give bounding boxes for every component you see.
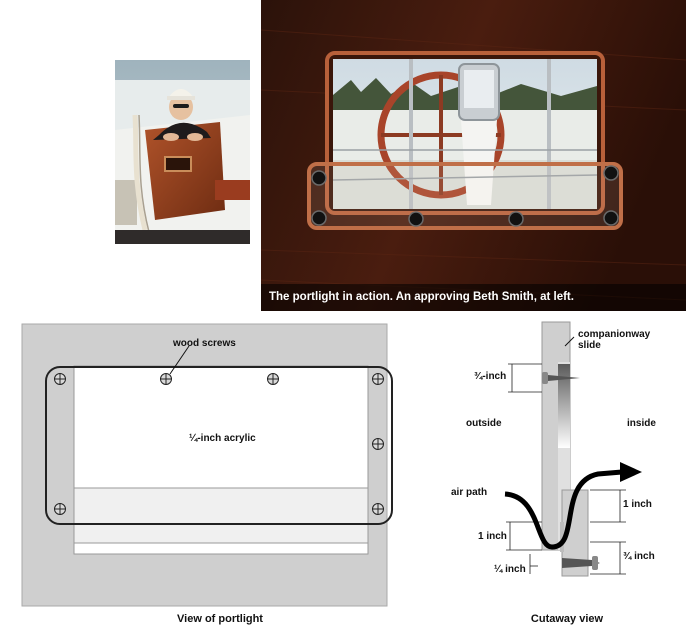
dim-top-label: ¾-inch xyxy=(474,371,507,382)
cutaway-caption: Cutaway view xyxy=(530,613,604,625)
screw-icon xyxy=(372,503,384,515)
frame-outline xyxy=(45,366,393,525)
acrylic-label: ¼-inch acrylic xyxy=(189,433,256,444)
front-view-caption: View of portlight xyxy=(177,613,263,625)
air-path-arrow xyxy=(504,469,623,550)
dim-right-1-label: 1 inch xyxy=(623,499,652,510)
acrylic-section xyxy=(558,364,570,448)
screw-icon xyxy=(160,373,172,385)
photo-caption: The portlight in action. An approving Be… xyxy=(269,291,574,303)
screw-icons-cutaway xyxy=(542,372,600,570)
portlight-photo-art xyxy=(261,0,686,311)
outside-label: outside xyxy=(466,418,502,429)
dim-left-1-label: 1 inch xyxy=(478,531,507,542)
air-path-label: air path xyxy=(451,487,488,498)
screw-icon xyxy=(542,372,580,384)
front-view-diagram xyxy=(21,323,393,607)
screw-icon xyxy=(267,373,279,385)
screw-icon xyxy=(54,373,66,385)
dim-right-2-label: ¾ inch xyxy=(623,551,655,562)
cutaway-diagram xyxy=(504,321,642,577)
screw-icon xyxy=(54,503,66,515)
inside-label: inside xyxy=(627,418,656,429)
screw-icons xyxy=(54,373,384,515)
screw-icon xyxy=(372,373,384,385)
wood-screws-label: wood screws xyxy=(173,338,236,349)
slide-label-line2: slide xyxy=(578,340,601,351)
screw-icon xyxy=(562,556,600,570)
photo-beth-smith xyxy=(115,60,250,244)
screw-icon xyxy=(372,438,384,450)
slide-label-line1: companionway xyxy=(578,329,651,340)
arrow-head-icon xyxy=(620,462,642,482)
dim-bottom-label: ¼ inch xyxy=(494,564,526,575)
photo-portlight: The portlight in action. An approving Be… xyxy=(261,0,686,311)
